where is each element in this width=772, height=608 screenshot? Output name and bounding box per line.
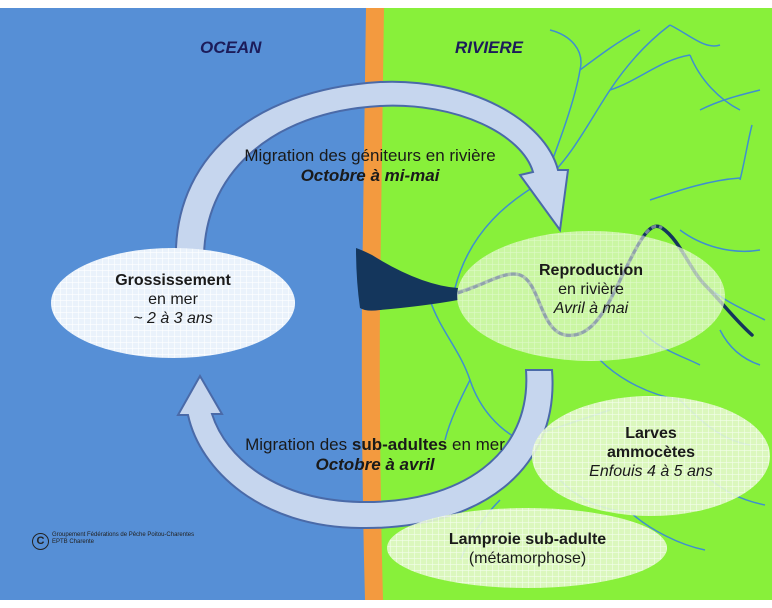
river-label: RIVIERE	[455, 38, 524, 57]
subadult-detail: (métamorphose)	[468, 549, 587, 567]
stage-growth-text: Grossissement en mer ~ 2 à 3 ans	[73, 272, 273, 329]
top-margin	[0, 0, 772, 8]
stage-larvae-text: Larves ammocètes Enfouis 4 à 5 ans	[551, 425, 751, 482]
migration-up-text: Migration des géniteurs en rivière	[244, 146, 496, 165]
reproduction-sub: en rivière	[558, 280, 624, 298]
arrow-downstream	[176, 369, 554, 530]
growth-sub: en mer	[148, 290, 198, 308]
copyright-line-1: Groupement Fédérations de Pêche Poitou-C…	[52, 532, 195, 538]
stage-subadult-text: Lamproie sub-adulte (métamorphose)	[415, 531, 640, 569]
growth-detail: ~ 2 à 3 ans	[133, 309, 213, 327]
river-highlight	[457, 224, 663, 337]
ellipse-growth	[51, 248, 295, 358]
larvae-detail: Enfouis 4 à 5 ans	[589, 462, 713, 480]
reproduction-detail: Avril à mai	[553, 299, 629, 317]
stage-reproduction-text: Reproduction en rivière Avril à mai	[491, 262, 691, 319]
migration-down-text: Migration des sub-adultes en mer	[245, 435, 505, 454]
copyright-icon: C	[32, 533, 49, 550]
larvae-title-1: Larves	[625, 425, 677, 442]
growth-title: Grossissement	[115, 272, 231, 289]
ellipse-subadult	[387, 508, 667, 588]
ellipse-reproduction	[457, 231, 725, 361]
copyright-line-2: EPTB Charente	[52, 539, 95, 545]
ellipse-larvae	[532, 396, 770, 516]
subadult-title: Lamproie sub-adulte	[448, 531, 607, 548]
copyright-block: C Groupement Fédérations de Pêche Poitou…	[32, 532, 194, 550]
estuary-wedge	[356, 248, 458, 311]
arrow-upstream	[174, 80, 570, 264]
larvae-title-2: ammocètes	[606, 443, 696, 461]
bottom-margin	[0, 600, 772, 608]
ocean-label: OCEAN	[200, 38, 262, 57]
reproduction-title: Reproduction	[539, 262, 643, 279]
copyright-text: Groupement Fédérations de Pêche Poitou-C…	[52, 532, 194, 546]
migration-down-label: Migration des sub-adultes en mer Octobre…	[195, 435, 555, 475]
migration-up-label: Migration des géniteurs en rivière Octob…	[200, 146, 540, 186]
migration-down-period: Octobre à avril	[315, 455, 435, 475]
migration-up-period: Octobre à mi-mai	[300, 166, 440, 186]
